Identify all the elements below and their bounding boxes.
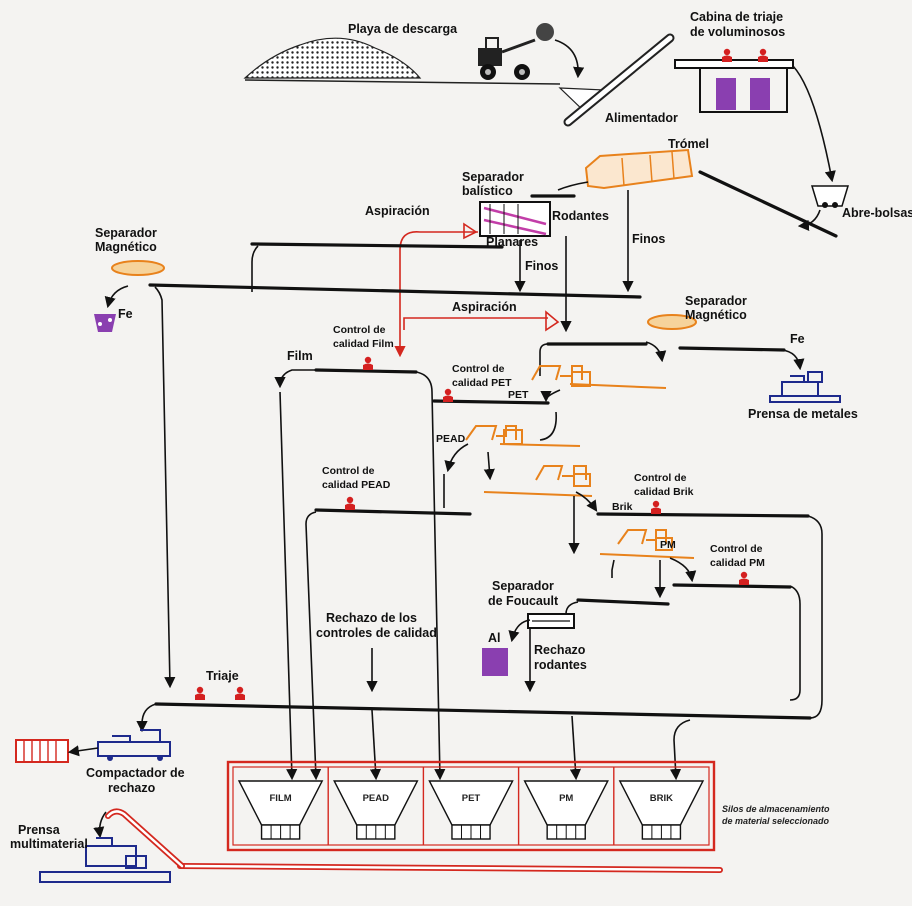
- optical-separator-pead: [465, 425, 581, 447]
- label-control-brik-2: calidad Brik: [634, 486, 694, 498]
- label-sep-mag-right-1: Separador: [685, 294, 747, 308]
- label-rechazo-rod-1: Rechazo: [534, 643, 586, 657]
- label-sep-balistico-2: balístico: [462, 184, 513, 198]
- label-aspiracion-1: Aspiración: [365, 204, 430, 218]
- label-silos-note-2: de material seleccionado: [722, 816, 830, 826]
- storage-silos: FILM PEAD PET PM BRIK: [226, 760, 716, 852]
- label-al: Al: [488, 631, 501, 645]
- silo-brik: BRIK: [613, 767, 705, 845]
- label-control-pm-2: calidad PM: [710, 557, 765, 569]
- iron-collector: [94, 314, 116, 332]
- feeder-conveyor: [558, 33, 675, 127]
- label-fe-right: Fe: [790, 332, 805, 346]
- metal-press: [769, 371, 841, 403]
- bag-opener: [810, 185, 850, 208]
- silo-label: BRIK: [650, 793, 673, 804]
- silo-pead: PEAD: [327, 767, 419, 845]
- label-pead: PEAD: [436, 433, 466, 445]
- silo-label: PET: [462, 793, 481, 804]
- label-sep-mag-left-2: Magnético: [95, 240, 157, 254]
- eddy-current-separator: [527, 613, 575, 629]
- reject-container: [15, 739, 69, 763]
- label-prensa-multi-2: multimaterial: [10, 837, 88, 851]
- label-finos-1: Finos: [632, 232, 665, 246]
- label-pm: PM: [660, 539, 676, 551]
- silo-film: FILM: [237, 780, 324, 840]
- trommel: [584, 148, 694, 190]
- silo-label: FILM: [270, 793, 292, 804]
- label-foucault-1: Separador: [492, 579, 554, 593]
- reject-compactor: [97, 729, 171, 761]
- label-control-pet-2: calidad PET: [452, 377, 512, 389]
- label-compactador-1: Compactador de: [86, 766, 185, 780]
- multimaterial-press: [39, 837, 171, 883]
- label-pet: PET: [508, 389, 529, 401]
- label-triaje: Triaje: [206, 669, 239, 683]
- silo-pm: PM: [517, 767, 609, 845]
- label-control-film-1: Control de: [333, 324, 386, 336]
- label-fe-left: Fe: [118, 307, 133, 321]
- sorting-cabin: [674, 48, 794, 113]
- discharge-area: [243, 37, 561, 85]
- label-control-pm-1: Control de: [710, 543, 763, 555]
- label-control-film-2: calidad Film: [333, 338, 394, 350]
- label-sep-balistico-1: Separador: [462, 170, 524, 184]
- label-foucault-2: de Foucault: [488, 594, 559, 608]
- label-alimentador: Alimentador: [605, 111, 678, 125]
- label-aspiracion-2: Aspiración: [452, 300, 517, 314]
- label-compactador-2: rechazo: [108, 781, 156, 795]
- label-film: Film: [287, 349, 313, 363]
- label-control-pead-1: Control de: [322, 465, 375, 477]
- silo-label: PM: [559, 793, 573, 804]
- magnetic-separator-left: [111, 260, 165, 276]
- label-playa: Playa de descarga: [348, 22, 458, 36]
- aluminium-collector: [482, 648, 508, 676]
- optical-separator-brik: [483, 465, 593, 497]
- wheel-loader-icon: [478, 23, 554, 80]
- label-cabina-1: Cabina de triaje: [690, 10, 783, 24]
- label-finos-2: Finos: [525, 259, 558, 273]
- label-tromel: Trómel: [668, 137, 709, 151]
- label-prensa-metales: Prensa de metales: [748, 407, 858, 421]
- label-rechazo-ctrl-1: Rechazo de los: [326, 611, 417, 625]
- silo-pet: PET: [422, 767, 514, 845]
- ballistic-separator: [479, 201, 551, 237]
- label-rodantes: Rodantes: [552, 209, 609, 223]
- label-brik: Brik: [612, 501, 633, 513]
- label-cabina-2: de voluminosos: [690, 25, 785, 39]
- label-abre-bolsas: Abre-bolsas: [842, 206, 912, 220]
- label-prensa-multi-1: Prensa: [18, 823, 61, 837]
- magnetic-separator-right: [647, 314, 697, 330]
- label-silos-note-1: Silos de almacenamiento: [722, 804, 830, 814]
- label-control-brik-1: Control de: [634, 472, 687, 484]
- label-control-pet-1: Control de: [452, 363, 505, 375]
- silo-label: PEAD: [363, 793, 390, 804]
- label-sep-mag-left-1: Separador: [95, 226, 157, 240]
- label-sep-mag-right-2: Magnético: [685, 308, 747, 322]
- label-rechazo-ctrl-2: controles de calidad: [316, 626, 437, 640]
- optical-separator-pm: [599, 529, 695, 559]
- label-control-pead-2: calidad PEAD: [322, 479, 391, 491]
- optical-separator-pet: [531, 365, 667, 389]
- label-rechazo-rod-2: rodantes: [534, 658, 587, 672]
